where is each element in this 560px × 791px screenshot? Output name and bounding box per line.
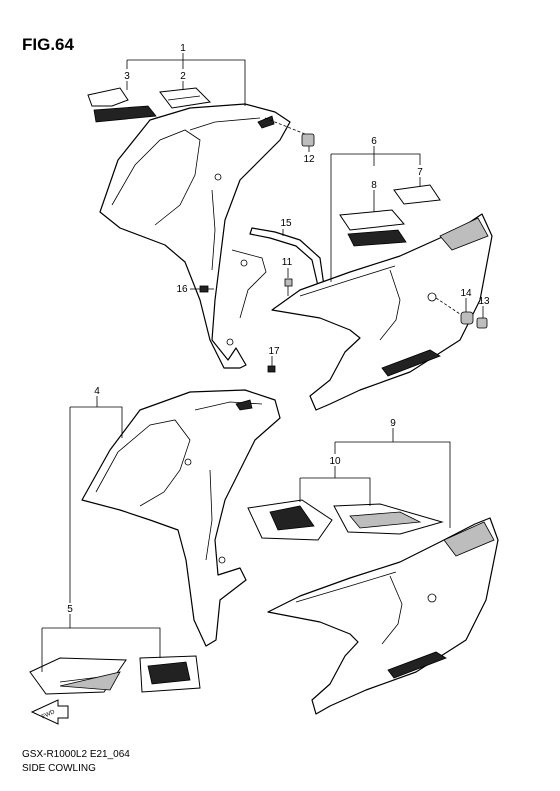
callout-11: 11: [282, 257, 293, 268]
under-cowling-lower-right: [267, 517, 499, 715]
callout-7: 7: [417, 167, 423, 178]
callout-8: 8: [371, 180, 377, 191]
side-cowling-lower-left: [81, 389, 281, 647]
fwd-label: FWD: [41, 709, 57, 720]
under-cowling-upper-right: [271, 213, 493, 411]
screw-17: [267, 365, 276, 373]
decal-set-lower-right: [247, 499, 444, 541]
callout-leaders: [41, 53, 484, 672]
callout-10: 10: [329, 456, 341, 467]
grommet-14: [460, 311, 474, 325]
callout-16: 16: [176, 284, 188, 295]
decal-set-upper-left: [87, 87, 212, 123]
diagram-title: SIDE COWLING: [22, 763, 96, 774]
callout-4: 4: [94, 386, 100, 397]
bolt-11: [284, 278, 293, 296]
figure-label: FIG.64: [22, 35, 75, 54]
callout-5: 5: [67, 604, 73, 615]
callout-9: 9: [390, 418, 396, 429]
decal-set-lower-left: [29, 655, 201, 695]
callout-17: 17: [268, 346, 280, 357]
decal-set-upper-right: [339, 184, 441, 247]
callout-1: 1: [180, 43, 186, 54]
callout-12: 12: [303, 154, 315, 165]
nut-12: [301, 133, 315, 147]
callout-13: 13: [478, 296, 490, 307]
callout-2: 2: [180, 71, 186, 82]
callout-6: 6: [371, 136, 377, 147]
callout-14: 14: [460, 288, 472, 299]
callout-15: 15: [280, 218, 292, 229]
forward-arrow-icon: FWD: [30, 699, 69, 725]
model-code: GSX-R1000L2 E21_064: [22, 749, 130, 760]
callout-numbers: 1 3 2 12 6 7 8 15 11 16 14 13 17 4 9 10 …: [67, 43, 490, 615]
bolt-13: [476, 317, 488, 329]
callout-3: 3: [124, 71, 130, 82]
